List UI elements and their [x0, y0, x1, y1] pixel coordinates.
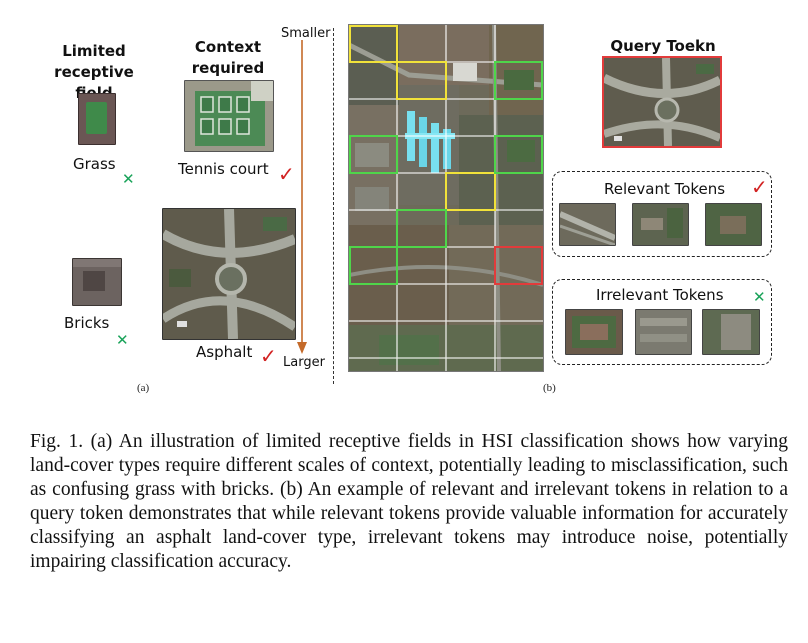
scale-smaller-label: Smaller: [281, 26, 331, 41]
irrelevant-token-3-image: [702, 309, 760, 355]
asphalt-patch-image: [162, 208, 296, 340]
hsi-token-grid-image: [348, 24, 544, 372]
irrelevant-tokens-box: [552, 279, 772, 365]
grass-patch-image: [78, 93, 116, 145]
asphalt-check-icon: ✓: [260, 344, 277, 368]
panel-a-sublabel: (a): [137, 382, 150, 394]
figure-caption: Fig. 1. (a) An illustration of limited r…: [30, 431, 788, 572]
bricks-label: Bricks: [64, 314, 110, 332]
query-token-title: Query Toekn: [610, 37, 716, 55]
relevant-tokens-box: [552, 171, 772, 257]
panel-b-sublabel: (b): [543, 382, 556, 394]
bricks-patch-image: [72, 258, 122, 306]
panel-divider: [333, 28, 334, 384]
irrelevant-token-2-image: [635, 309, 692, 355]
irrelevant-tokens-cross-icon: ✕: [753, 288, 766, 306]
tennis-court-label: Tennis court: [178, 160, 269, 178]
scale-larger-label: Larger: [283, 355, 325, 370]
relevant-token-3-image: [705, 203, 762, 246]
relevant-token-2-image: [632, 203, 689, 246]
relevant-token-1-image: [559, 203, 616, 246]
bricks-cross-icon: ✕: [116, 331, 129, 349]
tennis-court-check-icon: ✓: [278, 162, 295, 186]
irrelevant-tokens-title: Irrelevant Tokens: [596, 286, 724, 304]
relevant-tokens-check-icon: ✓: [751, 175, 768, 199]
tennis-court-patch-image: [184, 80, 274, 152]
query-token-image: [602, 56, 722, 148]
heading-context-required: Context required: [191, 38, 265, 77]
relevant-tokens-title: Relevant Tokens: [604, 180, 726, 198]
scale-arrow-icon: [297, 40, 307, 354]
irrelevant-token-1-image: [565, 309, 623, 355]
grass-cross-icon: ✕: [122, 170, 135, 188]
grass-label: Grass: [73, 155, 116, 173]
asphalt-label: Asphalt: [196, 343, 253, 361]
